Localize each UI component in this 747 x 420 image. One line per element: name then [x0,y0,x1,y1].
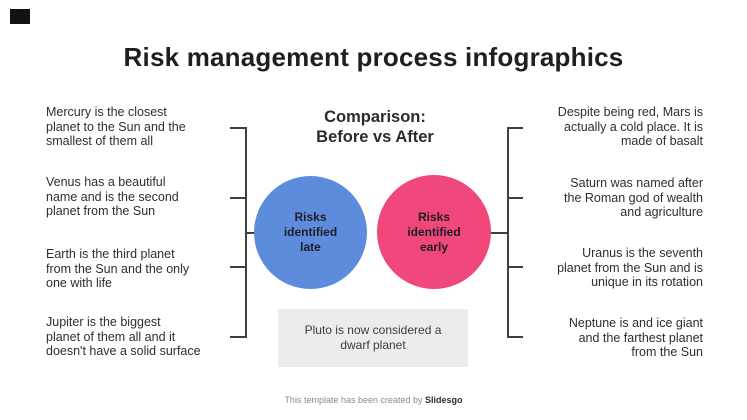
connector-left-tick-4 [230,336,246,338]
footer-brand: Slidesgo [425,395,463,405]
connector-right-tick-4 [507,336,523,338]
fact-jupiter: Jupiter is the biggest planet of them al… [46,315,201,358]
fact-mars: Despite being red, Mars is actually a co… [557,105,703,148]
connector-left-stub [245,232,256,234]
fact-mercury: Mercury is the closest planet to the Sun… [46,105,186,148]
connector-right-tick-3 [507,266,523,268]
circle-risks-identified-late: Risks identified late [254,176,367,289]
comparison-heading: Comparison: Before vs After [316,108,434,146]
page-title: Risk management process infographics [123,42,624,72]
circle-risks-identified-early: Risks identified early [377,175,491,289]
fact-saturn: Saturn was named after the Roman god of … [564,176,703,219]
fact-uranus: Uranus is the seventh planet from the Su… [557,246,703,289]
connector-left-tick-3 [230,266,246,268]
connector-right-tick-1 [507,127,523,129]
fact-neptune: Neptune is and ice giant and the farthes… [568,316,703,359]
fact-venus: Venus has a beautiful name and is the se… [46,175,179,218]
note-box: Pluto is now considered a dwarf planet [278,309,468,367]
connector-left-tick-1 [230,127,246,129]
fact-earth: Earth is the third planet from the Sun a… [46,247,190,290]
footer-credit-text: This template has been created by [284,395,426,405]
corner-accent-block [10,9,30,24]
connector-right-stub [489,232,508,234]
footer-credit: This template has been created by Slides… [0,395,747,405]
connector-right-tick-2 [507,197,523,199]
connector-left-tick-2 [230,197,246,199]
